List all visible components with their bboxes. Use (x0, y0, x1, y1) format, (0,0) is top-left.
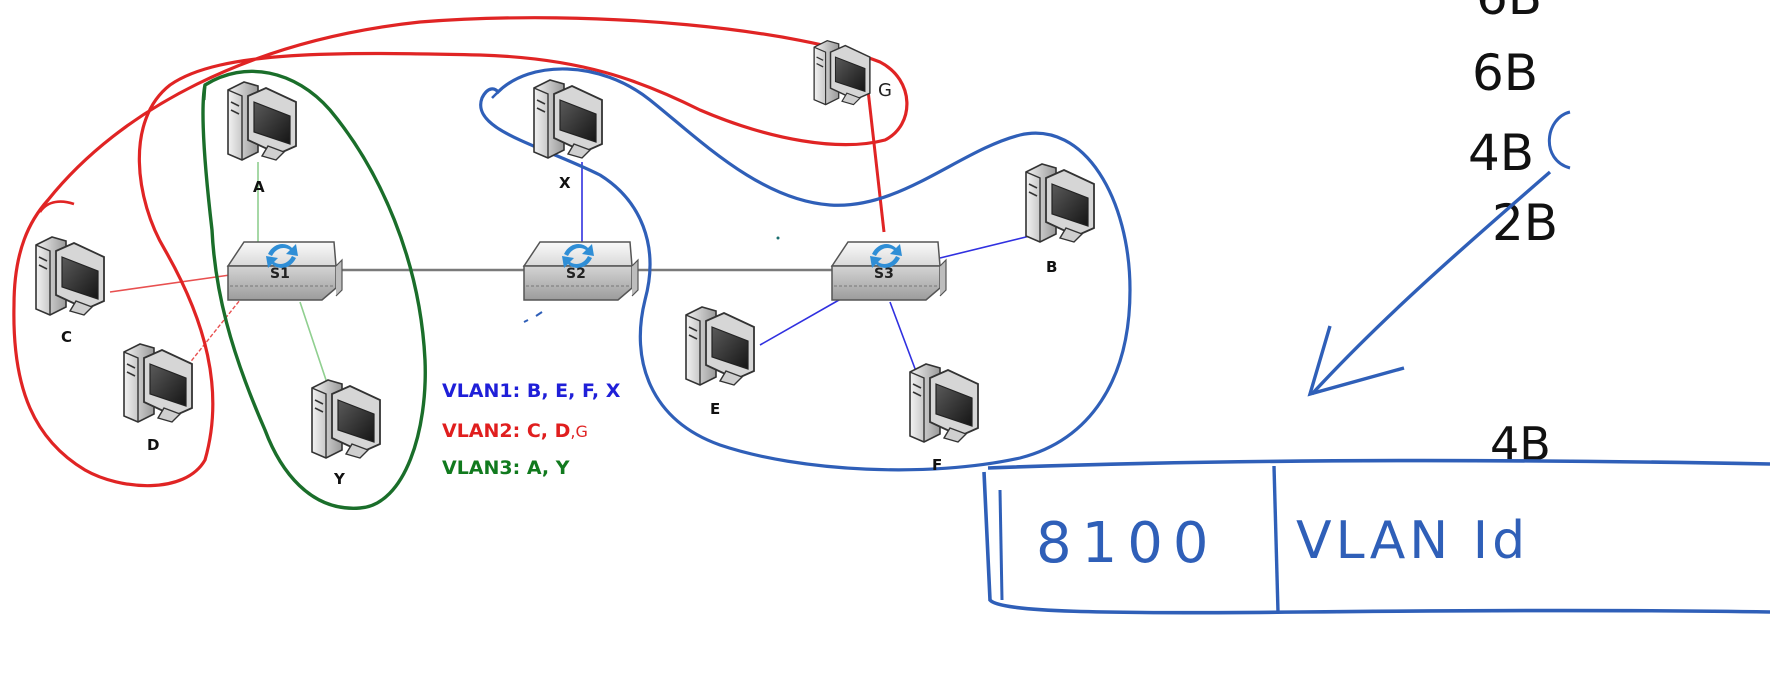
host-e[interactable]: E (685, 306, 755, 418)
vlan1-outline-tick (491, 91, 499, 99)
link-s1-y (299, 301, 331, 393)
host-label: X (559, 174, 571, 192)
vlan3-outline-tick (202, 84, 207, 101)
host-label: E (710, 400, 720, 418)
link-s3-e (759, 295, 847, 346)
host-g[interactable]: G (813, 39, 892, 106)
size-annotations: 6B 6B 4B 2B (1468, 0, 1558, 252)
tag-field-vlan-id: VLAN Id (1296, 511, 1529, 571)
host-c[interactable]: C (35, 236, 105, 346)
host-b[interactable]: B (1025, 163, 1095, 276)
vlan-legend: VLAN1: B, E, F, X VLAN2: C, D,G VLAN3: A… (442, 380, 621, 479)
legend-vlan2: VLAN2: C, D,G (442, 420, 588, 442)
link-s3-b (939, 234, 1035, 259)
host-y[interactable]: Y (311, 379, 381, 488)
size-src-mac: 6B (1472, 44, 1538, 102)
tag-box-divider (1272, 465, 1280, 613)
vlan-tag-box: 4B 8100 VLAN Id (982, 417, 1770, 615)
switch-label: S3 (874, 266, 894, 282)
vlan3-outline (201, 69, 427, 510)
tag-size-label: 4B (1490, 417, 1551, 471)
tag-box-left-edge (998, 489, 1004, 601)
host-label-handwritten: G (878, 80, 892, 101)
size-ethertype: 2B (1492, 194, 1558, 252)
host-a[interactable]: A (227, 81, 297, 196)
legend-vlan2-added: ,G (570, 422, 587, 441)
host-label: A (253, 178, 265, 196)
size-vlan-tag: 4B (1468, 124, 1534, 182)
legend-vlan1: VLAN1: B, E, F, X (442, 380, 621, 402)
host-x[interactable]: X (533, 79, 603, 192)
host-label: C (61, 328, 72, 346)
host-label: B (1046, 258, 1057, 276)
host-label: Y (333, 470, 346, 488)
legend-vlan3: VLAN3: A, Y (442, 457, 570, 479)
size-dst-mac: 6B (1476, 0, 1542, 26)
vlan2-outline-tick (38, 200, 75, 213)
ink-mark (523, 311, 543, 323)
tag-field-tpid: 8100 (1036, 511, 1219, 576)
tag-box-outline (982, 458, 1770, 615)
switch-s2[interactable]: S2 (523, 241, 639, 301)
host-d[interactable]: D (123, 343, 193, 454)
link-s1-c (109, 274, 231, 293)
expand-arrow (1307, 170, 1552, 397)
vlan1-outline (479, 67, 1132, 472)
tag-circle-partial (1547, 110, 1571, 170)
ink-dot (776, 236, 780, 240)
vlan2-outline (12, 16, 909, 488)
switch-s1[interactable]: S1 (227, 241, 343, 301)
link-s1-d (183, 299, 241, 371)
host-label: F (932, 456, 942, 474)
switch-label: S2 (566, 266, 586, 282)
legend-vlan2-text: VLAN2: C, D (442, 420, 570, 442)
link-s3-g (866, 89, 886, 233)
switch-s3[interactable]: S3 (831, 241, 947, 301)
host-f[interactable]: F (909, 363, 979, 474)
switch-label: S1 (270, 266, 290, 282)
host-label: D (147, 436, 159, 454)
